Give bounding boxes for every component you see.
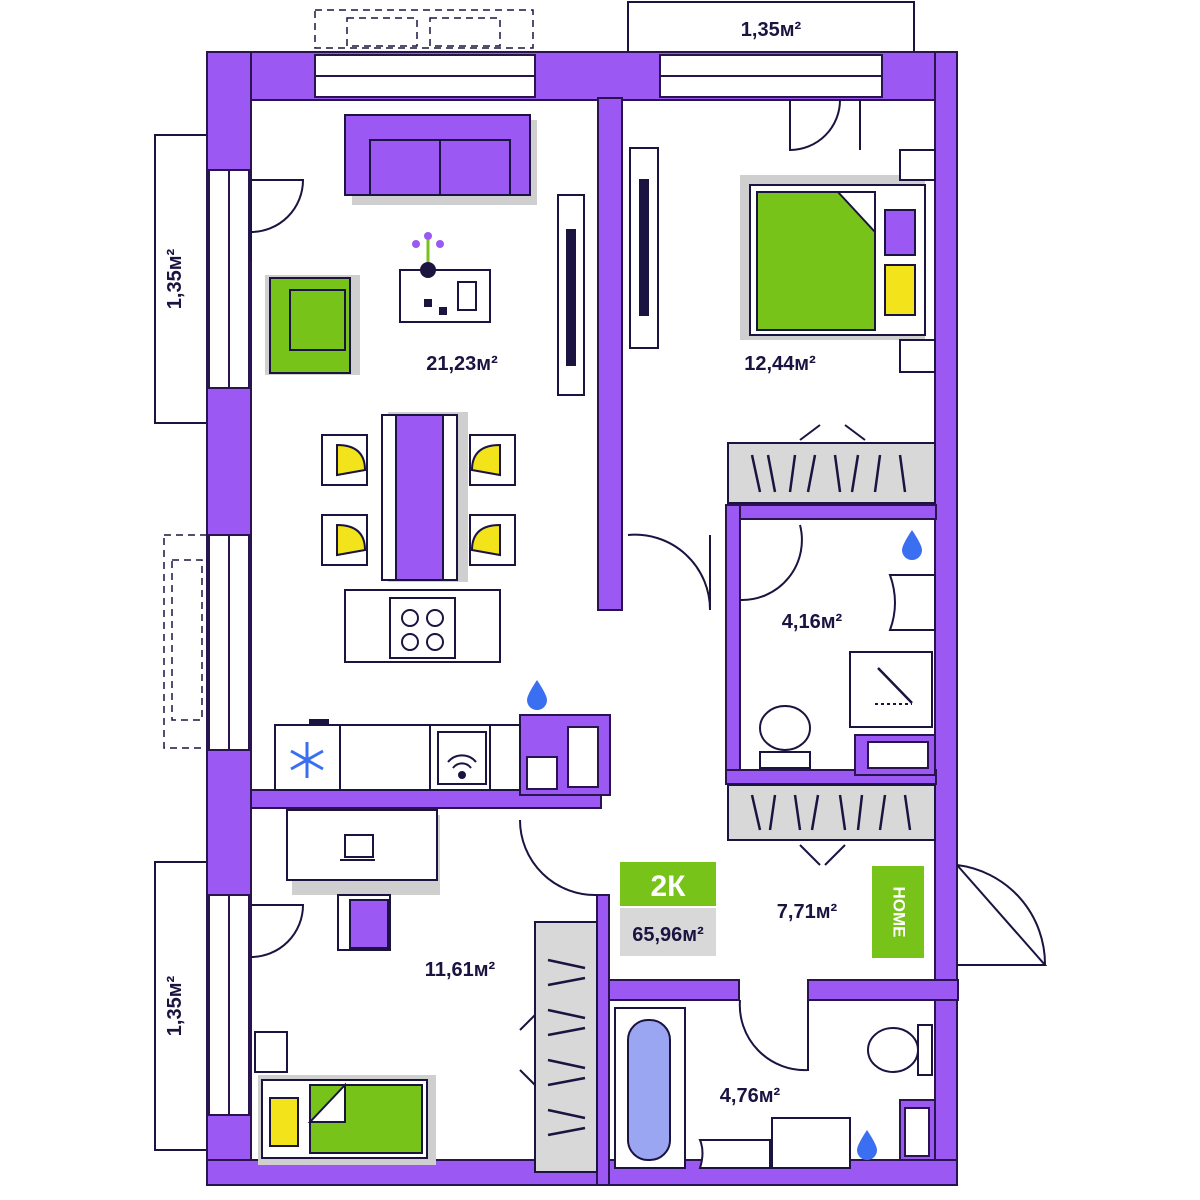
balcony-left-top <box>154 134 208 424</box>
balcony-top-right <box>627 1 915 53</box>
bedroom-tv-stand <box>629 147 659 349</box>
desk <box>286 809 440 895</box>
wall-details <box>526 726 930 1157</box>
stove-icon <box>344 589 501 663</box>
closet-children <box>534 921 598 1173</box>
area-label-balcony-left-bottom: 1,35м² <box>164 975 186 1036</box>
snowflake-icon <box>290 742 324 778</box>
home-sign-label: HOME <box>890 887 909 938</box>
area-label-living: 21,23м² <box>426 353 498 375</box>
balcony-left-bottom <box>154 861 208 1151</box>
bathroom-1-fixtures <box>759 574 936 769</box>
desk-chair <box>337 894 391 951</box>
water-drop-icon <box>527 530 922 1160</box>
closet-bedroom <box>727 442 936 504</box>
children-bed <box>254 1031 436 1165</box>
wifi-icon <box>447 754 477 779</box>
area-label-bathroom-2: 4,76м² <box>720 1085 781 1107</box>
area-label-hall: 7,71м² <box>777 901 838 923</box>
armchair <box>265 275 360 375</box>
bathroom-2-fixtures <box>698 1024 933 1169</box>
area-label-children: 11,61м² <box>425 959 496 981</box>
dining-chairs <box>321 434 516 566</box>
closets <box>534 442 936 1173</box>
area-label-bathroom-1: 4,16м² <box>782 611 843 633</box>
flower-vase-icon <box>412 232 444 278</box>
apartment-type-label: 2К <box>651 870 687 903</box>
bathtub <box>614 1007 686 1169</box>
window-openings <box>208 54 883 1116</box>
total-area-badge: 2К 65,96м² <box>620 862 716 956</box>
dining-table <box>381 412 468 582</box>
balconies <box>154 1 915 1151</box>
area-label-bedroom: 12,44м² <box>744 353 816 375</box>
bedroom-bed <box>740 175 926 340</box>
coffee-table <box>399 269 491 323</box>
area-label-balcony-top: 1,35м² <box>741 19 802 41</box>
home-sign: HOME <box>872 866 924 958</box>
total-area-label: 65,96м² <box>632 924 704 946</box>
sofa <box>344 114 537 205</box>
closet-hall <box>727 784 936 841</box>
bedroom-nightstands <box>899 149 936 373</box>
kitchen-counter <box>274 719 521 791</box>
doors <box>250 99 1048 1086</box>
area-label-balcony-left-top: 1,35м² <box>164 248 186 309</box>
tv-stand-living <box>557 194 585 396</box>
